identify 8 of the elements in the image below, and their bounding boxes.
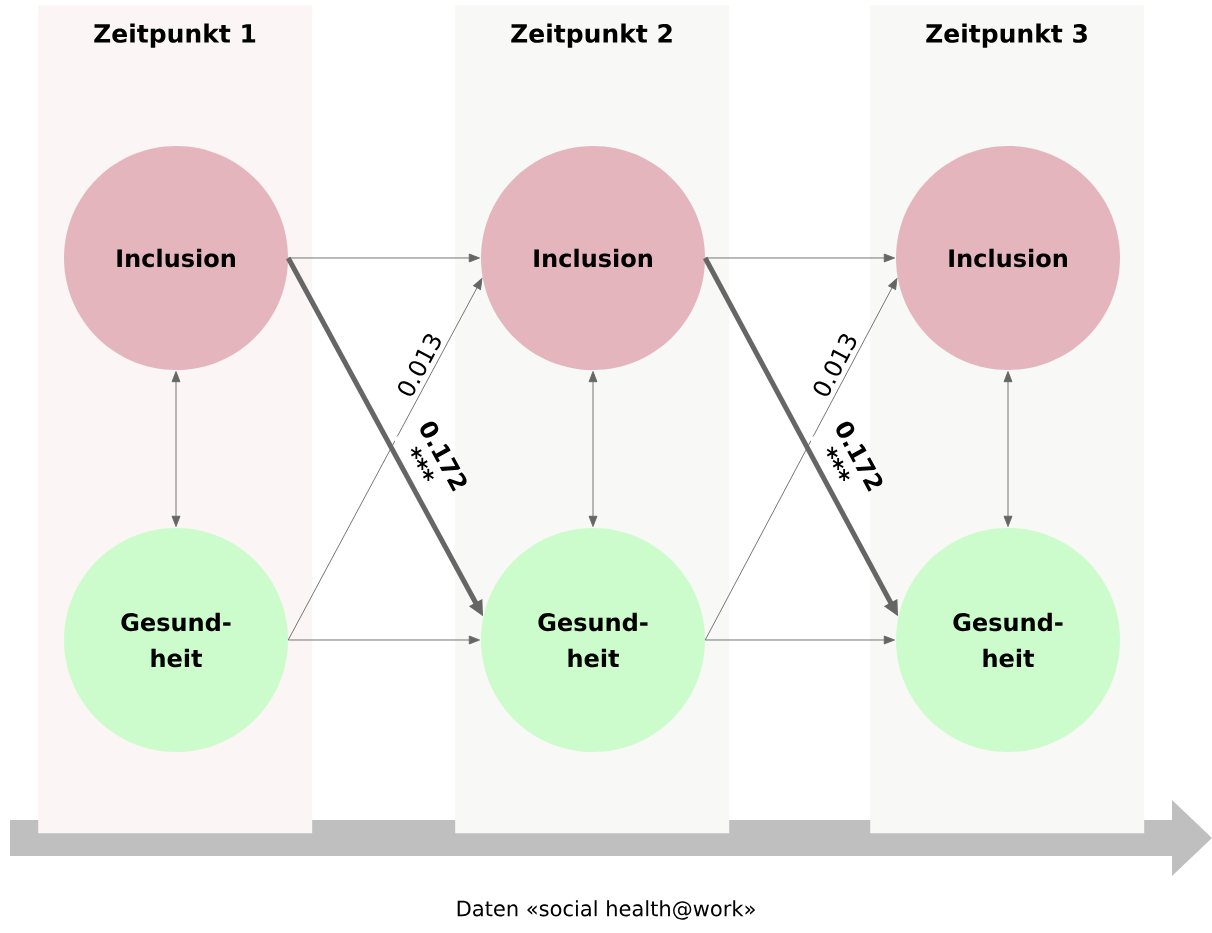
arrow bbox=[588, 371, 598, 527]
arrow bbox=[1003, 371, 1013, 527]
arrow bbox=[704, 253, 895, 263]
caption: Daten «social health@work» bbox=[457, 900, 755, 920]
arrow bbox=[704, 635, 895, 645]
arrow bbox=[287, 253, 480, 263]
arrow bbox=[287, 635, 480, 645]
arrow bbox=[171, 371, 181, 527]
